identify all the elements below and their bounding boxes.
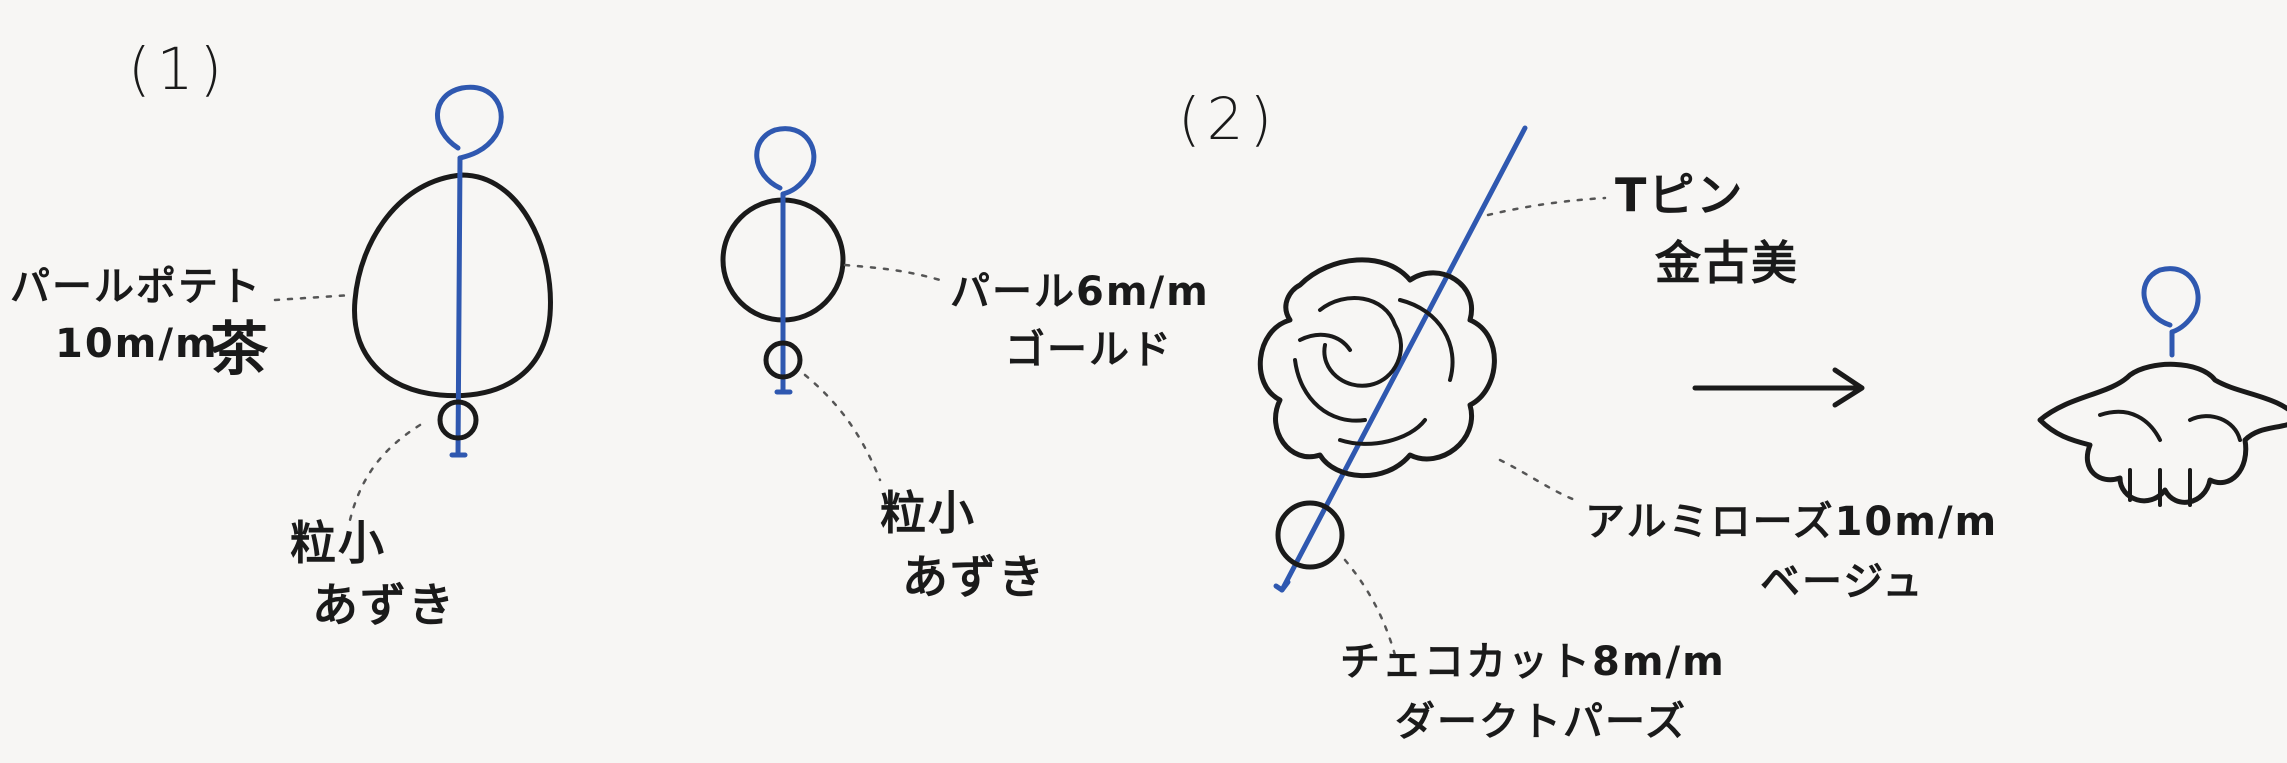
charm-rose (1257, 125, 1528, 593)
charm-pearl-6mm (720, 126, 846, 395)
label-czech-cut-color: ダークトパーズ (1395, 699, 1687, 745)
finished-rose-charm (2037, 266, 2287, 507)
label-t-pin: Tピン (1615, 168, 1745, 222)
t-pin (1279, 125, 1528, 593)
label-pearl-potato: パールポテト (10, 264, 262, 310)
czech-cut-bead (1275, 500, 1345, 570)
section-label-1: (1) (128, 35, 229, 103)
finished-loop (2141, 266, 2201, 335)
label-czech-cut: チェコカット8m/m (1340, 639, 1726, 685)
small-bead-2 (763, 340, 803, 380)
label-small-bead-1-line2: あずき (312, 578, 456, 632)
rose-petals (1257, 257, 1497, 479)
label-t-pin-color: 金古美 (1655, 236, 1799, 290)
arrow-icon (1692, 367, 1865, 408)
label-aluminum-rose: アルミローズ10m/m (1585, 499, 1999, 545)
charm-pearl-potato (352, 84, 553, 458)
eye-pin-wire-1 (455, 155, 463, 458)
small-bead-1 (437, 399, 479, 441)
section-label-2: (2) (1178, 85, 1279, 153)
leader-lines (273, 196, 1607, 657)
eye-pin-loop-2 (754, 126, 817, 197)
label-pearl-potato-color: 茶 (210, 315, 271, 383)
label-small-bead-2-line2: あずき (902, 550, 1046, 604)
label-small-bead-2-line1: 粒小 (880, 486, 976, 540)
eye-pin-loop-1 (435, 84, 504, 161)
label-aluminum-rose-color: ベージュ (1760, 559, 1925, 605)
finished-petals (2037, 361, 2287, 505)
pearl-potato-shape (352, 172, 553, 399)
label-pearl-potato-size: 10m/m (55, 321, 219, 367)
label-pearl-6mm: パール6m/m (950, 269, 1210, 315)
label-pearl-6mm-color: ゴールド (1005, 327, 1173, 373)
label-small-bead-1-line1: 粒小 (290, 516, 386, 570)
